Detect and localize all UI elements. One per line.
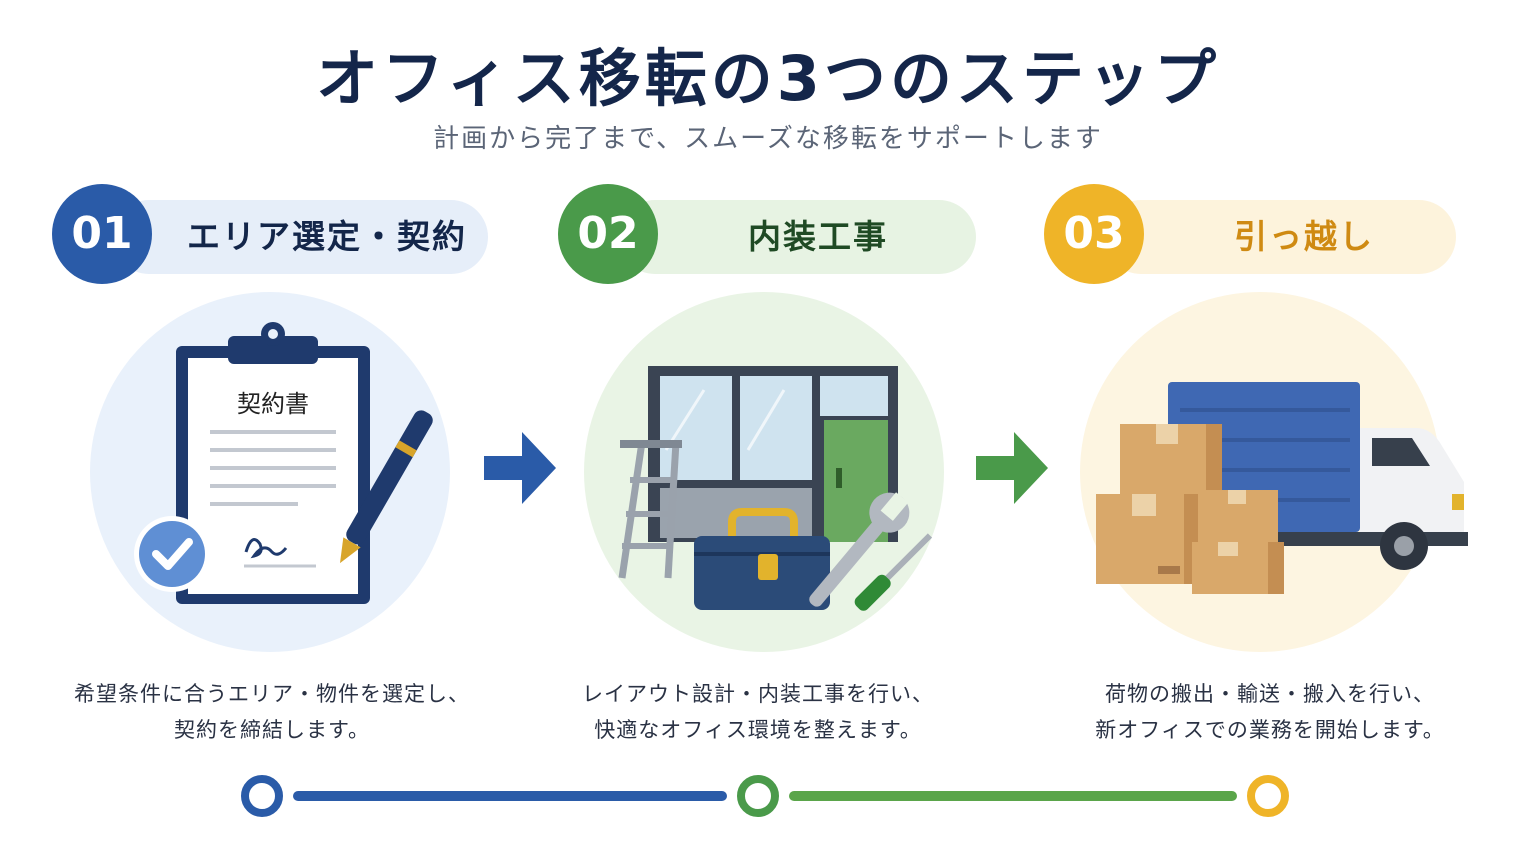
step-description-2-line-1: レイアウト設計・内装工事を行い、 [582,682,934,706]
step-label-pill-2 [618,200,976,274]
arrow-right-icon-2 [976,432,1050,508]
step-label-pill-1 [112,200,488,274]
step-header-3: 引っ越し 03 [1044,184,1464,284]
contract-doc-title: 契約書 [237,390,309,418]
moving-truck-icon [1080,290,1468,660]
step-header-1: エリア選定・契約 01 [52,184,492,284]
arrow-right-icon-1 [484,432,558,508]
timeline-node-1 [241,775,283,817]
step-description-2: レイアウト設計・内装工事を行い、 快適なオフィス環境を整えます。 [538,676,978,748]
step-label-2: 内装工事 [748,217,888,256]
step-number-badge-1: 01 [52,184,152,284]
step-label-pill-3 [1104,200,1456,274]
step-description-3-line-1: 荷物の搬出・輸送・搬入を行い、 [1105,682,1435,706]
step-description-2-line-2: 快適なオフィス環境を整えます。 [594,718,922,742]
timeline-node-2 [737,775,779,817]
step-description-1: 希望条件に合うエリア・物件を選定し、 契約を締結します。 [52,676,492,748]
step-number-badge-2: 02 [558,184,658,284]
page-title: オフィス移転の3つのステップ [316,42,1220,115]
construction-tools-icon [584,290,954,660]
step-description-1-line-2: 契約を締結します。 [174,718,370,742]
step-description-1-line-1: 希望条件に合うエリア・物件を選定し、 [74,682,470,706]
timeline-node-3 [1247,775,1289,817]
progress-timeline [0,770,1536,830]
page-subtitle: 計画から完了まで、スムーズな移転をサポートします [433,124,1103,154]
clipboard-contract-icon: 契約書 [88,290,458,660]
step-description-3-line-2: 新オフィスでの業務を開始します。 [1095,718,1445,742]
step-header-2: 内装工事 02 [558,184,978,284]
step-label-1: エリア選定・契約 [187,217,467,256]
step-description-3: 荷物の搬出・輸送・搬入を行い、 新オフィスでの業務を開始します。 [1050,676,1490,748]
step-number-badge-3: 03 [1044,184,1144,284]
step-label-3: 引っ越し [1234,217,1374,256]
